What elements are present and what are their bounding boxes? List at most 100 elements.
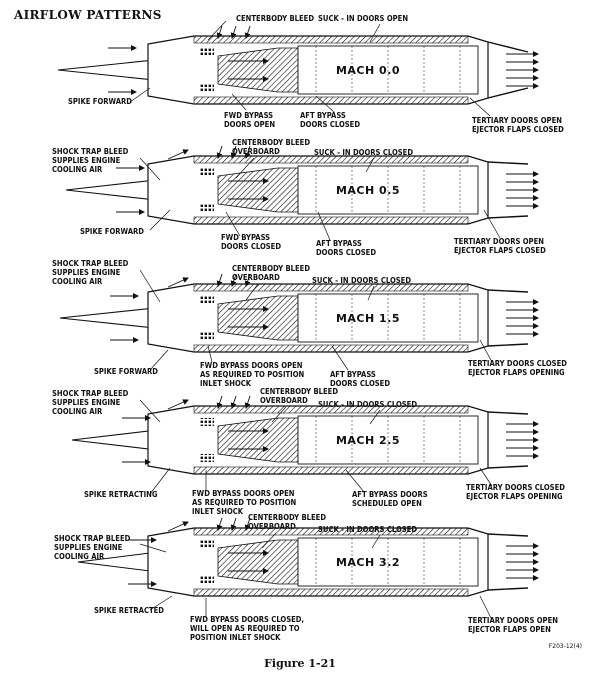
callout-label: AFT BYPASS — [300, 111, 346, 120]
nacelle-wall-top — [193, 405, 469, 414]
nacelle-wall-bottom — [193, 588, 469, 597]
leader-line — [149, 467, 171, 495]
leader-line — [149, 595, 173, 611]
engine-core — [217, 47, 299, 93]
leader-line — [139, 543, 167, 553]
fwd-bypass-doors-top — [200, 418, 214, 426]
shock-trap-bleed-arrow — [167, 149, 189, 160]
fwd-bypass-doors-bottom — [200, 454, 214, 462]
callout-label: SUPPLIES ENGINE — [52, 156, 121, 165]
callout-label: SUPPLIES ENGINE — [52, 398, 121, 407]
shock-trap-bleed-arrow — [167, 277, 189, 288]
callout-label: SPIKE RETRACTED — [94, 606, 164, 615]
bleed-arrow — [216, 273, 223, 287]
callout-label: CENTERBODY BLEED — [232, 138, 310, 147]
callout-label: TERTIARY DOORS OPEN — [468, 616, 558, 625]
callout-label: CENTERBODY BLEED — [248, 513, 326, 522]
callout-label: SUPPLIES ENGINE — [52, 268, 121, 277]
ejector-flaps — [487, 411, 529, 469]
ejector-flaps — [487, 41, 529, 99]
callout-label: SUCK - IN DOORS CLOSED — [312, 276, 411, 285]
leader-line — [479, 595, 493, 621]
callout-label: AFT BYPASS — [316, 239, 362, 248]
callout-label: SUCK - IN DOORS OPEN — [318, 14, 408, 23]
callout-label: CENTERBODY BLEED — [232, 264, 310, 273]
callout-label: CENTERBODY BLEED — [260, 387, 338, 396]
leader-line — [149, 209, 171, 231]
bleed-arrow — [230, 517, 237, 531]
callout-label: COOLING AIR — [52, 277, 103, 286]
shock-trap-bleed-arrow — [167, 521, 189, 532]
callout-label: SUCK - IN DOORS CLOSED — [318, 400, 417, 409]
callout-label: TERTIARY DOORS CLOSED — [468, 359, 567, 368]
nacelle-wall-top — [193, 155, 469, 164]
leader-line — [479, 339, 493, 363]
bleed-arrow — [244, 25, 251, 39]
leader-line — [369, 409, 381, 425]
callout-label: EJECTOR FLAPS OPEN — [468, 625, 551, 634]
callout-label: COOLING AIR — [52, 407, 103, 416]
callout-label: DOORS CLOSED — [300, 120, 360, 129]
callout-label: SPIKE RETRACTING — [84, 490, 158, 499]
callout-label: SPIKE FORWARD — [80, 227, 144, 236]
callout-label: FWD BYPASS — [224, 111, 273, 120]
leader-line — [317, 211, 331, 241]
nacelle-wall-bottom — [193, 96, 469, 105]
fwd-bypass-doors-bottom — [200, 204, 214, 212]
leader-line — [207, 20, 227, 41]
ejector-flaps — [487, 533, 529, 591]
callout-label: FWD BYPASS DOORS OPEN — [200, 361, 303, 370]
callout-label: INLET SHOCK — [200, 379, 252, 388]
callout-label: EJECTOR FLAPS CLOSED — [454, 246, 546, 255]
callout-label: OVERBOARD — [248, 522, 296, 531]
bleed-arrow — [244, 273, 251, 287]
leader-line — [235, 157, 255, 179]
nacelle-wall-bottom — [193, 216, 469, 225]
leader-line — [365, 157, 375, 173]
callout-label: EJECTOR FLAPS CLOSED — [472, 125, 564, 134]
bleed-arrow — [216, 395, 223, 409]
callout-label: POSITION INLET SHOCK — [190, 633, 281, 642]
bleed-arrow — [230, 273, 237, 287]
callout-label: FWD BYPASS — [221, 233, 270, 242]
callout-label: COOLING AIR — [54, 552, 105, 561]
mach-label: MACH 2.5 — [336, 434, 400, 447]
engine-core — [217, 539, 299, 585]
callout-label: SPIKE FORWARD — [94, 367, 158, 376]
fwd-bypass-doors-top — [200, 540, 214, 548]
nacelle-wall-bottom — [193, 466, 469, 475]
mach-label: MACH 1.5 — [336, 312, 400, 325]
leader-line — [129, 87, 151, 103]
nacelle-wall-bottom — [193, 344, 469, 353]
callout-label: OVERBOARD — [260, 396, 308, 405]
callout-label: WILL OPEN AS REQUIRED TO — [190, 624, 300, 633]
figure-caption: Figure 1-21 — [264, 657, 336, 670]
callout-label: FWD BYPASS DOORS CLOSED, — [190, 615, 304, 624]
leader-line — [469, 97, 491, 117]
callout-label: SUCK - IN DOORS CLOSED — [314, 148, 413, 157]
leader-line — [315, 95, 335, 113]
callout-label: DOORS CLOSED — [221, 242, 281, 251]
callout-label: INLET SHOCK — [192, 507, 244, 516]
leader-line — [139, 157, 161, 181]
bleed-arrow — [230, 145, 237, 159]
fwd-bypass-doors-bottom — [200, 332, 214, 340]
leader-line — [479, 467, 493, 487]
callout-label: FWD BYPASS DOORS OPEN — [192, 489, 295, 498]
callout-label: EJECTOR FLAPS OPENING — [466, 492, 563, 501]
callout-label: SHOCK TRAP BLEED — [52, 147, 129, 156]
leader-line — [331, 345, 349, 371]
callout-label: OVERBOARD — [232, 273, 280, 282]
fwd-bypass-doors-top — [200, 48, 214, 56]
leader-line — [207, 345, 213, 363]
nacelle-wall-top — [193, 527, 469, 536]
fwd-bypass-doors-top — [200, 296, 214, 304]
callout-label: CENTERBODY BLEED — [236, 14, 314, 23]
callout-label: AFT BYPASS — [330, 370, 376, 379]
leader-line — [139, 399, 161, 423]
